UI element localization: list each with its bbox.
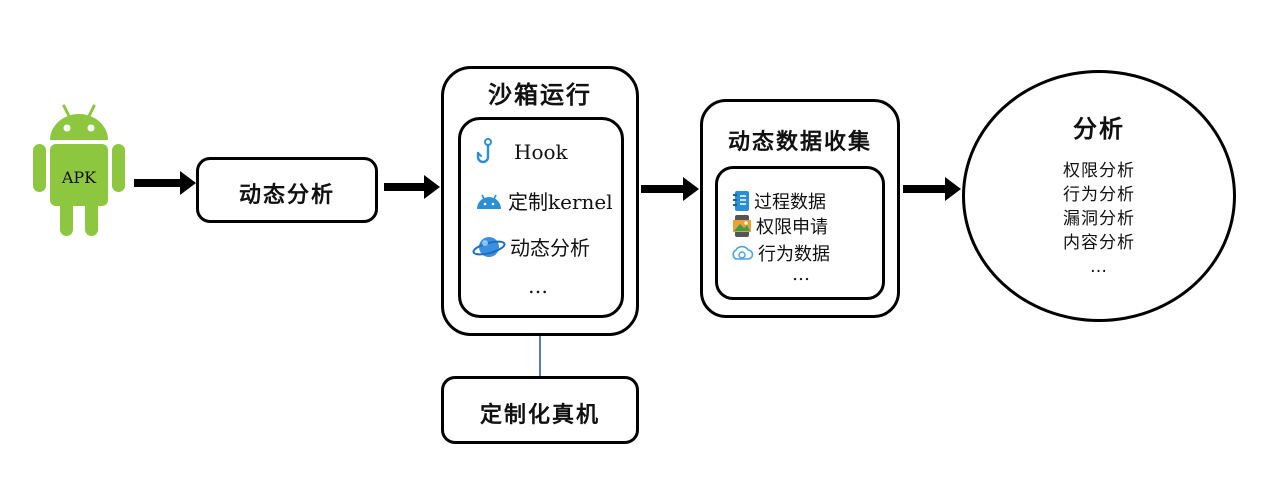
- hook-icon: [476, 138, 494, 166]
- sandbox-item-label: 动态分析: [510, 236, 590, 260]
- collection-item-label: 过程数据: [754, 192, 826, 213]
- sandbox-item-label: …: [528, 274, 548, 298]
- sandbox-item-kernel: 定制kernel: [474, 186, 613, 215]
- notebook-icon: [732, 190, 750, 212]
- real-device-box: 定制化真机: [441, 376, 639, 444]
- sandbox-inner-box: [458, 117, 624, 318]
- apk-android-robot: APK: [30, 100, 128, 240]
- static-analysis-box: 动态分析: [196, 157, 378, 223]
- analysis-list: 权限分析 行为分析 漏洞分析 内容分析 …: [965, 159, 1233, 279]
- sandbox-item-dynamic: 动态分析: [472, 232, 590, 261]
- collection-item-process: 过程数据: [732, 188, 826, 214]
- phone-photo-icon: [732, 214, 752, 238]
- sandbox-item-label: Hook: [514, 140, 568, 164]
- android-robot-icon: [33, 104, 125, 236]
- analysis-item: …: [1090, 257, 1108, 277]
- sandbox-to-device-line: [539, 336, 541, 378]
- collection-item-more: …: [792, 264, 810, 285]
- analysis-item: 漏洞分析: [1063, 209, 1135, 229]
- analysis-circle: 分析 权限分析 行为分析 漏洞分析 内容分析 …: [962, 70, 1236, 322]
- analysis-item: 行为分析: [1063, 185, 1135, 205]
- sandbox-item-hook: Hook: [476, 138, 568, 166]
- collection-item-label: …: [792, 264, 810, 285]
- collection-item-label: 行为数据: [758, 244, 830, 265]
- arrow-sandbox-to-collection: [641, 177, 699, 201]
- collection-item-behavior: 行为数据: [730, 240, 830, 266]
- arrow-collection-to-analysis: [903, 177, 961, 201]
- sandbox-item-more: …: [528, 274, 548, 298]
- collection-item-permission: 权限申请: [732, 213, 828, 239]
- planet-icon: [472, 233, 506, 261]
- analysis-title: 分析: [1073, 115, 1125, 143]
- data-collection-title: 动态数据收集: [727, 130, 872, 155]
- static-analysis-title: 动态分析: [238, 183, 335, 208]
- arrow-static-to-sandbox: [384, 175, 440, 199]
- cloud-icon: [730, 243, 754, 263]
- arrow-apk-to-static: [134, 171, 196, 195]
- sandbox-item-label: 定制kernel: [508, 190, 613, 214]
- collection-item-label: 权限申请: [756, 217, 828, 238]
- sandbox-title: 沙箱运行: [488, 81, 592, 109]
- real-device-title: 定制化真机: [479, 403, 600, 428]
- analysis-item: 内容分析: [1063, 233, 1135, 253]
- android-head-icon: [474, 192, 504, 210]
- apk-label: APK: [61, 168, 97, 187]
- analysis-item: 权限分析: [1063, 161, 1135, 181]
